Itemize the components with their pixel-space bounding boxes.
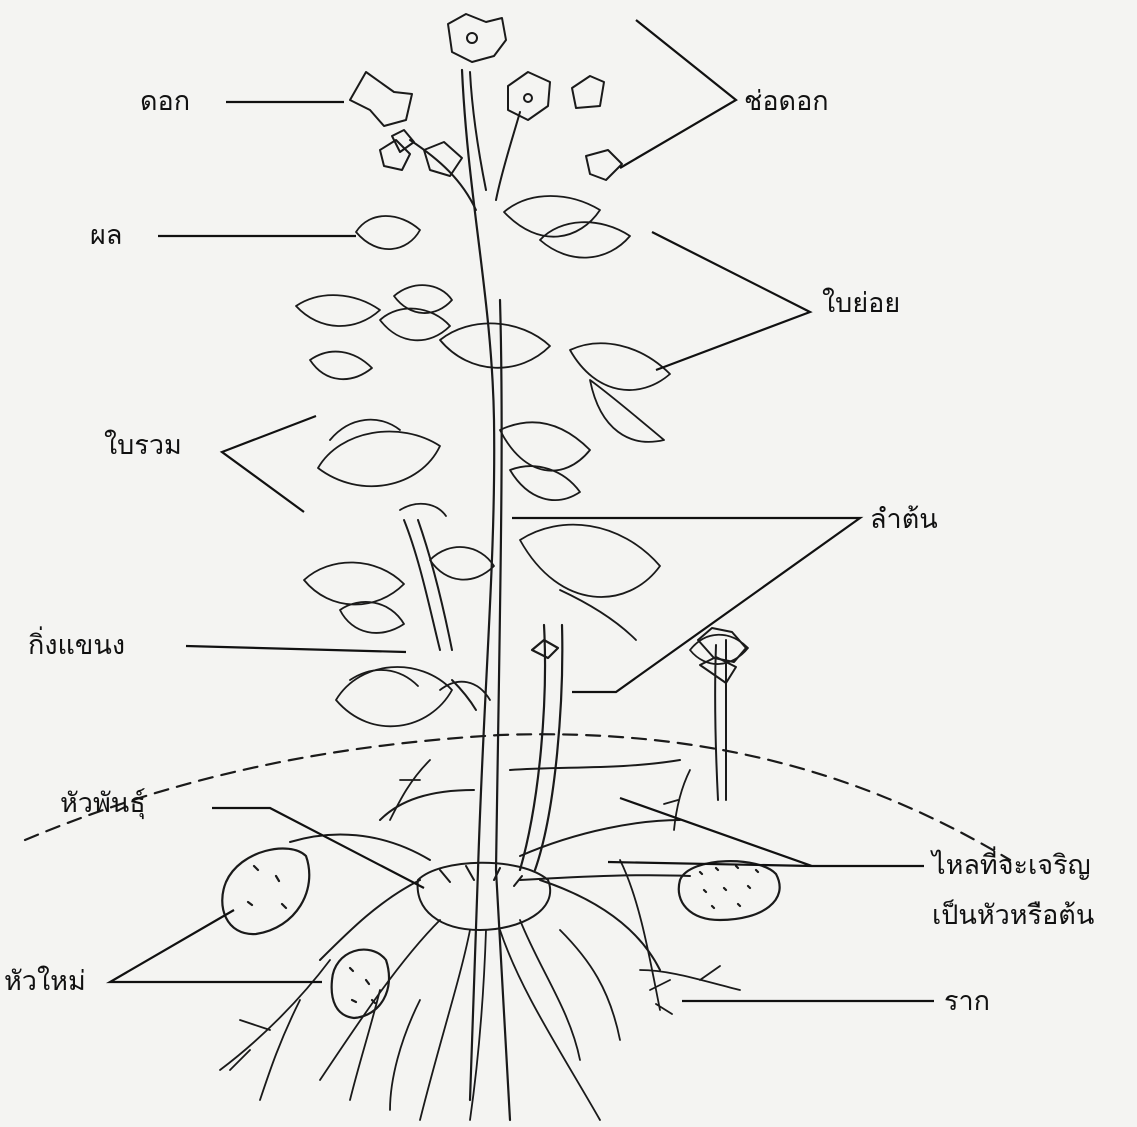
label-seed-tuber: หัวพันธุ์ xyxy=(60,790,146,817)
label-fruit: ผล xyxy=(90,222,122,249)
label-flower: ดอก xyxy=(140,88,190,115)
label-stem: ลำต้น xyxy=(870,506,938,533)
label-stolon-line2: เป็นหัวหรือต้น xyxy=(932,902,1094,929)
label-branch: กิ่งแขนง xyxy=(28,632,125,659)
label-stolon-line1: ไหลที่จะเจริญ xyxy=(932,852,1091,879)
label-inflorescence: ช่อดอก xyxy=(744,88,829,115)
label-compound-leaf: ใบรวม xyxy=(104,432,182,459)
label-leaflet: ใบย่อย xyxy=(822,290,900,317)
label-root: ราก xyxy=(944,988,990,1015)
label-new-tuber: หัวใหม่ xyxy=(4,968,86,995)
